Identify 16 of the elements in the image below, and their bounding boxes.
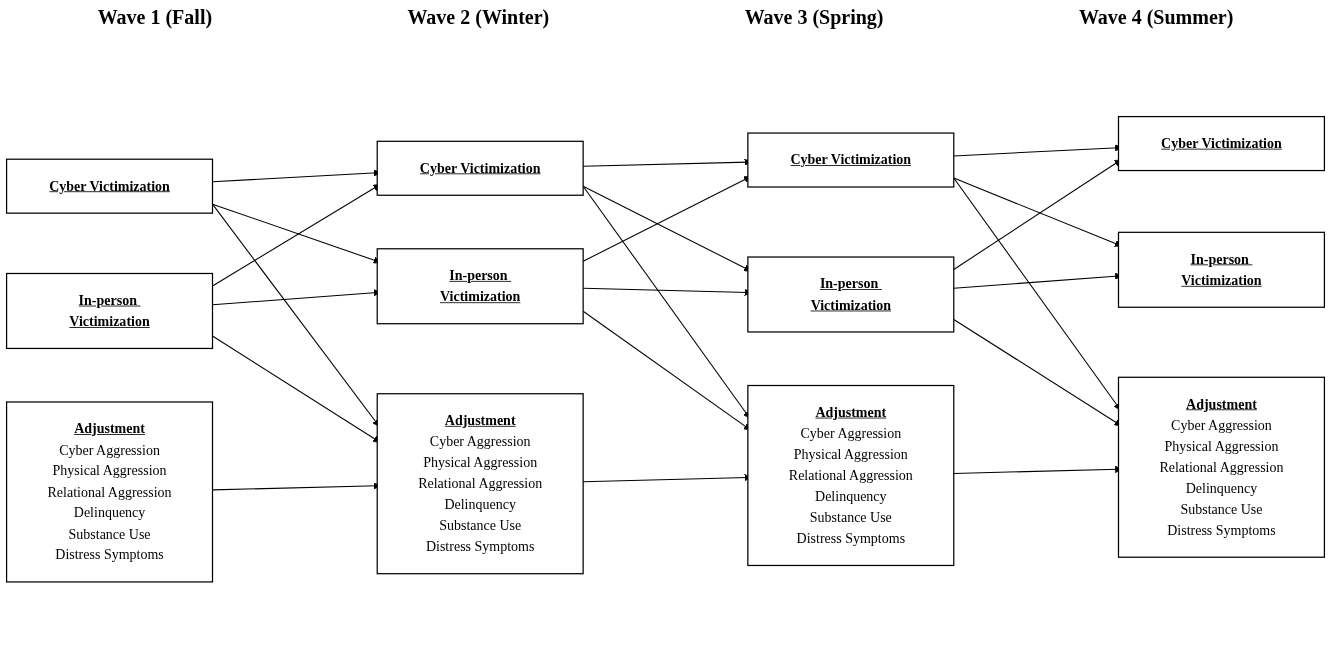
node-box: Adjustment Cyber Aggression Physical Aggression Relational Aggression Delinquency Substance Use Distress Symptoms bbox=[1117, 376, 1326, 559]
node-box: In-person Victimization bbox=[747, 256, 955, 333]
node-box: In-person Victimization bbox=[376, 248, 584, 325]
node-box: Adjustment Cyber Aggression Physical Aggression Relational Aggression Delinquency Substance Use Distress Symptoms bbox=[5, 401, 214, 583]
wave-heading: Wave 3 (Spring) bbox=[744, 5, 884, 29]
node-box: Adjustment Cyber Aggression Physical Aggression Relational Aggression Delinquency Substance Use Distress Symptoms bbox=[376, 393, 584, 575]
node-box: Cyber Victimization bbox=[376, 140, 584, 197]
wave-heading: Wave 1 (Fall) bbox=[97, 5, 213, 29]
node-box: In-person Victimization bbox=[5, 273, 214, 350]
wave-heading: Wave 4 (Summer) bbox=[1078, 5, 1234, 29]
node-box: Cyber Victimization bbox=[747, 132, 955, 188]
wave-heading: Wave 2 (Winter) bbox=[407, 5, 550, 29]
node-box: Cyber Victimization bbox=[5, 158, 214, 214]
node-box: Adjustment Cyber Aggression Physical Aggression Relational Aggression Delinquency Substance Use Distress Symptoms bbox=[747, 385, 955, 567]
node-box: Cyber Victimization bbox=[1117, 116, 1326, 172]
node-box: In-person Victimization bbox=[1117, 231, 1326, 309]
